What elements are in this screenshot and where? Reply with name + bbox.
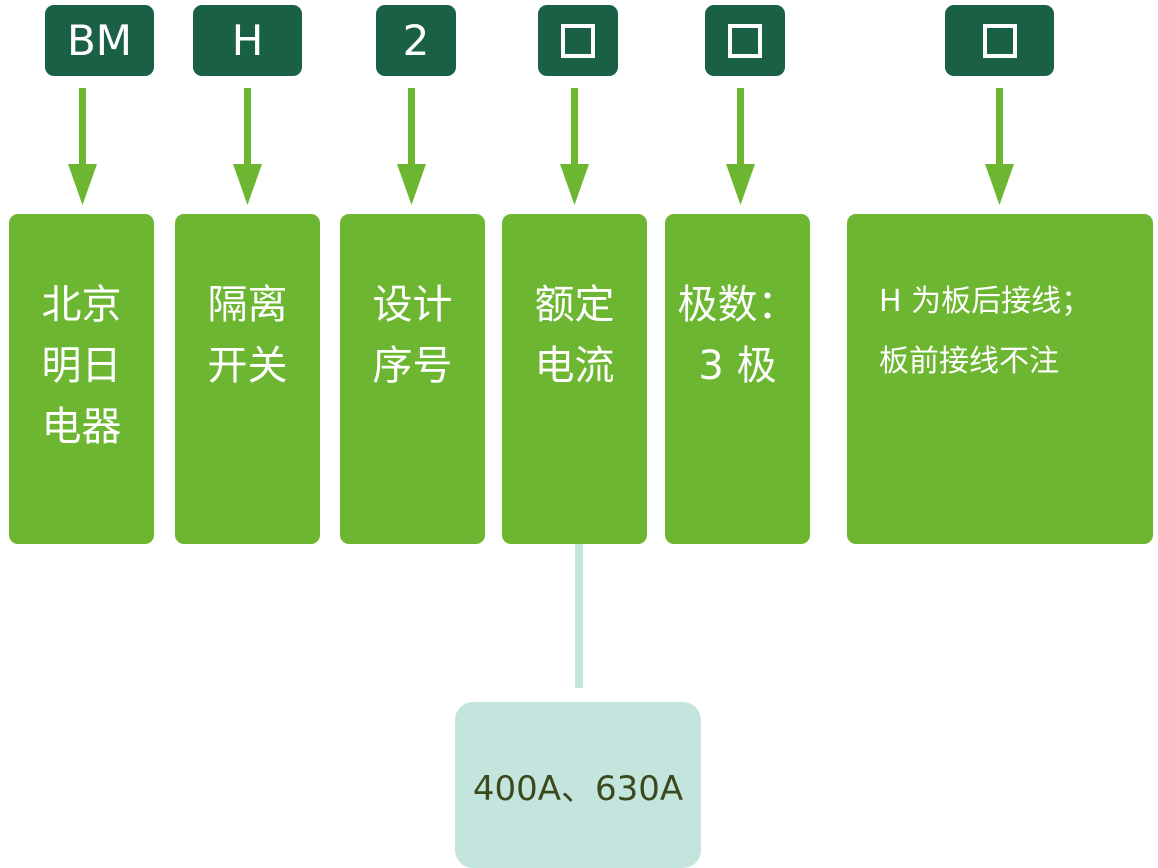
desc-text: 设计序号: [372, 282, 453, 389]
desc-text: H 为板后接线；板前接线不注: [879, 284, 1092, 379]
arrow-down-icon: [560, 88, 589, 205]
note-text: 400A、630A: [472, 768, 684, 809]
code-box-type: H: [193, 5, 302, 76]
code-text: H: [231, 15, 264, 65]
arrow-down-icon: [68, 88, 97, 205]
placeholder-square-icon: [728, 23, 762, 58]
desc-box-type: 隔离开关: [175, 214, 320, 544]
desc-box-wiring: H 为板后接线；板前接线不注: [847, 214, 1153, 544]
code-text: 2: [402, 15, 430, 65]
placeholder-square-icon: [982, 23, 1017, 58]
placeholder-square-icon: [561, 23, 595, 58]
desc-box-poles: 极数：3 极: [665, 214, 810, 544]
desc-text: 极数：3 极: [677, 282, 798, 389]
desc-text: 隔离开关: [207, 282, 288, 389]
code-box-brand: BM: [45, 5, 154, 76]
code-box-poles: [705, 5, 785, 76]
desc-text: 北京明日电器: [41, 282, 122, 450]
code-text: BM: [66, 15, 133, 65]
arrow-down-icon: [985, 88, 1014, 205]
note-connector: [575, 544, 583, 688]
code-box-current: [538, 5, 618, 76]
desc-box-design: 设计序号: [340, 214, 485, 544]
code-box-design: 2: [376, 5, 456, 76]
desc-box-brand: 北京明日电器: [9, 214, 154, 544]
current-values-note: 400A、630A: [455, 702, 701, 868]
arrow-down-icon: [397, 88, 426, 205]
code-box-wiring: [945, 5, 1054, 76]
desc-box-current: 额定电流: [502, 214, 647, 544]
arrow-down-icon: [726, 88, 755, 205]
arrow-down-icon: [233, 88, 262, 205]
desc-text: 额定电流: [534, 282, 615, 389]
